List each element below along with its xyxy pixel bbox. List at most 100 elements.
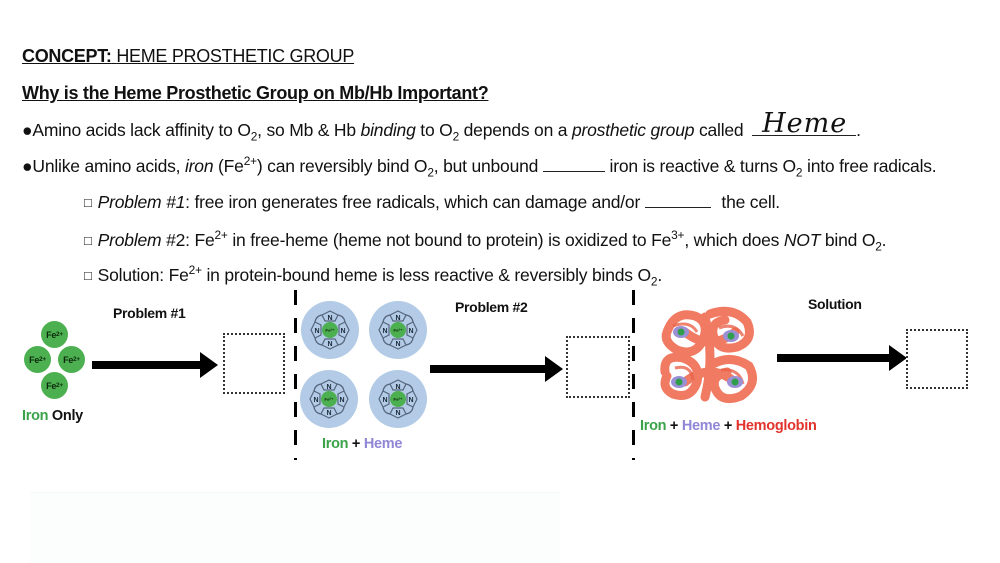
text: , so Mb & Hb (257, 120, 361, 140)
svg-text:N: N (382, 328, 387, 335)
answer-box-solution[interactable] (906, 329, 968, 389)
svg-text:Fe²⁺: Fe²⁺ (324, 397, 334, 402)
svg-text:N: N (326, 410, 331, 417)
text: . (657, 265, 662, 285)
text: . (881, 230, 887, 250)
italic-text: iron (184, 156, 214, 176)
subscript: 2 (452, 129, 460, 144)
text: the cell. (716, 192, 780, 212)
text: into free radicals. (802, 156, 937, 176)
subscript: 2 (795, 165, 803, 180)
svg-text:N: N (395, 384, 400, 391)
subpoint-problem-2: □ Problem #2: Fe2+ in free-heme (heme not… (84, 228, 887, 254)
bullet-iron: ●Unlike amino acids, iron (Fe2+) can rev… (22, 155, 937, 180)
caption-iron: Iron (22, 408, 49, 424)
text: Unlike amino acids, (32, 156, 185, 176)
arrow-label-problem-1: Problem #1 (113, 305, 186, 321)
hemoglobin-illustration (655, 302, 765, 412)
divider-dashed (294, 290, 297, 460)
answer-blank-filled[interactable]: Heme (752, 108, 857, 139)
subscript: 2 (427, 165, 434, 180)
subpoint-problem-1: □ Problem #1: free iron generates free ra… (84, 192, 780, 213)
answer-blank[interactable] (644, 193, 711, 208)
text: . (856, 120, 861, 140)
arrow-right-icon (777, 345, 907, 371)
faint-background-panel (30, 492, 560, 563)
checkbox-icon: □ (84, 233, 92, 248)
concept-title: CONCEPT: HEME PROSTHETIC GROUP (22, 46, 354, 67)
text: #2 (161, 230, 186, 250)
italic-text: prosthetic group (571, 120, 695, 140)
subscript: 2 (875, 239, 882, 254)
svg-text:N: N (326, 384, 331, 391)
text: , but unbound (433, 156, 543, 176)
svg-text:Fe²⁺: Fe²⁺ (325, 328, 335, 333)
caption-iron-only: Iron Only (22, 408, 83, 424)
superscript: 2+ (188, 263, 202, 278)
caption-heme: Heme (681, 418, 721, 434)
subscript: 2 (250, 129, 258, 144)
caption-iron-heme-hemoglobin: Iron + Heme + Hemoglobin (640, 418, 817, 434)
text: (Fe (213, 156, 244, 176)
italic-text: #1 (161, 192, 186, 212)
caption-plus: + (348, 436, 364, 452)
bullet-marker: ● (22, 120, 33, 140)
caption-iron: Iron (640, 418, 667, 434)
answer-box-problem-2[interactable] (566, 336, 630, 398)
text: to O (415, 120, 453, 140)
arrow-right-icon (430, 356, 563, 382)
arrow-label-solution: Solution (808, 296, 862, 312)
section-question: Why is the Heme Prosthetic Group on Mb/H… (22, 83, 489, 103)
caption-plus: + (720, 418, 736, 434)
text: : free iron generates free radicals, whi… (185, 192, 645, 212)
subscript: 2 (650, 274, 658, 289)
hemoglobin-protein-icon (660, 306, 758, 404)
svg-text:Fe²⁺: Fe²⁺ (393, 328, 403, 333)
italic-text: Problem (97, 230, 162, 250)
text: Amino acids lack affinity to O (32, 120, 251, 140)
subpoint-solution: □ Solution: Fe2+ in protein-bound heme is… (84, 263, 662, 289)
text: iron is reactive & turns O (604, 156, 797, 176)
text: called (694, 120, 749, 140)
svg-text:Fe²⁺: Fe²⁺ (393, 397, 403, 402)
svg-text:N: N (327, 341, 332, 348)
text: bind O (820, 230, 876, 250)
svg-text:N: N (395, 315, 400, 322)
italic-text: binding (360, 120, 416, 140)
bullet-amino-acids: ●Amino acids lack affinity to O2, so Mb … (22, 108, 861, 144)
superscript: 2+ (214, 228, 228, 243)
arrow-label-problem-2: Problem #2 (455, 299, 528, 315)
heme-molecule-icon: N N N N Fe²⁺ (300, 370, 358, 428)
svg-text:N: N (340, 328, 345, 335)
svg-text:N: N (382, 397, 387, 404)
answer-blank[interactable] (542, 157, 605, 172)
svg-text:N: N (408, 397, 413, 404)
text: ) can reversibly bind O (256, 156, 428, 176)
svg-text:N: N (339, 397, 344, 404)
text: , which does (684, 230, 784, 250)
svg-text:N: N (314, 328, 319, 335)
caption-heme: Heme (363, 436, 403, 452)
svg-text:N: N (395, 341, 400, 348)
superscript: 3+ (671, 228, 685, 243)
text: : Fe (185, 230, 215, 250)
answer-box-problem-1[interactable] (223, 333, 285, 394)
italic-text: Problem (97, 192, 162, 212)
checkbox-icon: □ (84, 268, 92, 283)
caption-iron-heme: Iron + Heme (322, 436, 402, 452)
svg-text:N: N (395, 410, 400, 417)
text: Solution: Fe (97, 265, 189, 285)
svg-text:N: N (313, 397, 318, 404)
arrow-right-icon (92, 352, 218, 378)
caption-plus: + (666, 418, 682, 434)
text: in protein-bound heme is less reactive &… (201, 265, 651, 285)
text: in free-heme (heme not bound to protein)… (227, 230, 672, 250)
checkbox-icon: □ (84, 195, 92, 210)
concept-prefix: CONCEPT: (22, 46, 112, 66)
